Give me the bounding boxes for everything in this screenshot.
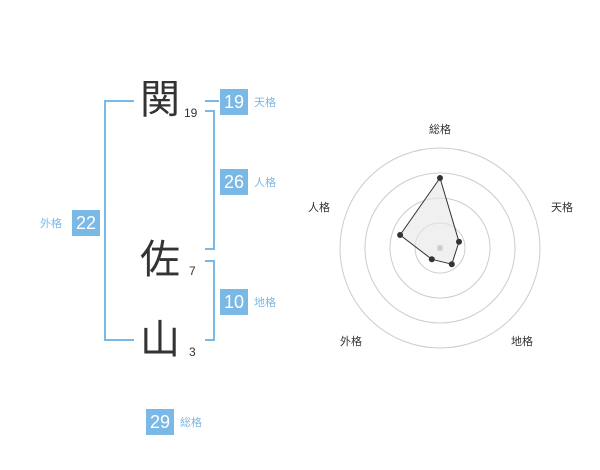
name-char-2: 佐 bbox=[140, 237, 180, 283]
name-char-3-strokes: 3 bbox=[189, 345, 196, 359]
gaikaku-bracket bbox=[104, 100, 134, 341]
gaikaku-label: 外格 bbox=[40, 217, 62, 230]
radar-point-3 bbox=[448, 261, 455, 268]
chikaku-badge: 10 bbox=[220, 289, 248, 315]
tenkaku-label: 天格 bbox=[254, 96, 276, 109]
jinkaku-bracket bbox=[205, 110, 215, 250]
radar-axis-label-gaikaku: 外格 bbox=[340, 335, 362, 348]
chikaku-label: 地格 bbox=[254, 296, 276, 309]
radar-axis-label-jinkaku: 人格 bbox=[308, 201, 330, 214]
radar-series-area bbox=[399, 176, 460, 265]
radar-point-2 bbox=[456, 238, 462, 245]
radar-axis-label-tenkaku: 天格 bbox=[551, 201, 573, 214]
chikaku-bracket bbox=[205, 260, 215, 341]
soukaku-badge: 29 bbox=[146, 409, 174, 435]
radar-axis-label-chikaku: 地格 bbox=[511, 335, 533, 348]
name-char-3: 山 bbox=[140, 317, 180, 363]
jinkaku-label: 人格 bbox=[254, 176, 276, 189]
radar-ring-3 bbox=[364, 172, 516, 324]
gaikaku-badge: 22 bbox=[72, 210, 100, 236]
name-char-1: 関 bbox=[140, 77, 180, 123]
radar-point-5 bbox=[397, 232, 404, 238]
tenkaku-badge: 19 bbox=[220, 89, 248, 115]
radar-ring-4 bbox=[339, 147, 541, 349]
soukaku-label: 総格 bbox=[180, 416, 202, 429]
radar-point-4 bbox=[428, 256, 435, 263]
radar-axis-label-soukaku: 総格 bbox=[429, 123, 451, 136]
name-char-1-strokes: 19 bbox=[184, 106, 198, 120]
radar-point-1 bbox=[437, 175, 443, 181]
name-char-2-strokes: 7 bbox=[189, 264, 196, 278]
tenkaku-connector bbox=[205, 100, 219, 102]
jinkaku-badge: 26 bbox=[220, 169, 248, 195]
radar-center-dot bbox=[437, 245, 443, 251]
